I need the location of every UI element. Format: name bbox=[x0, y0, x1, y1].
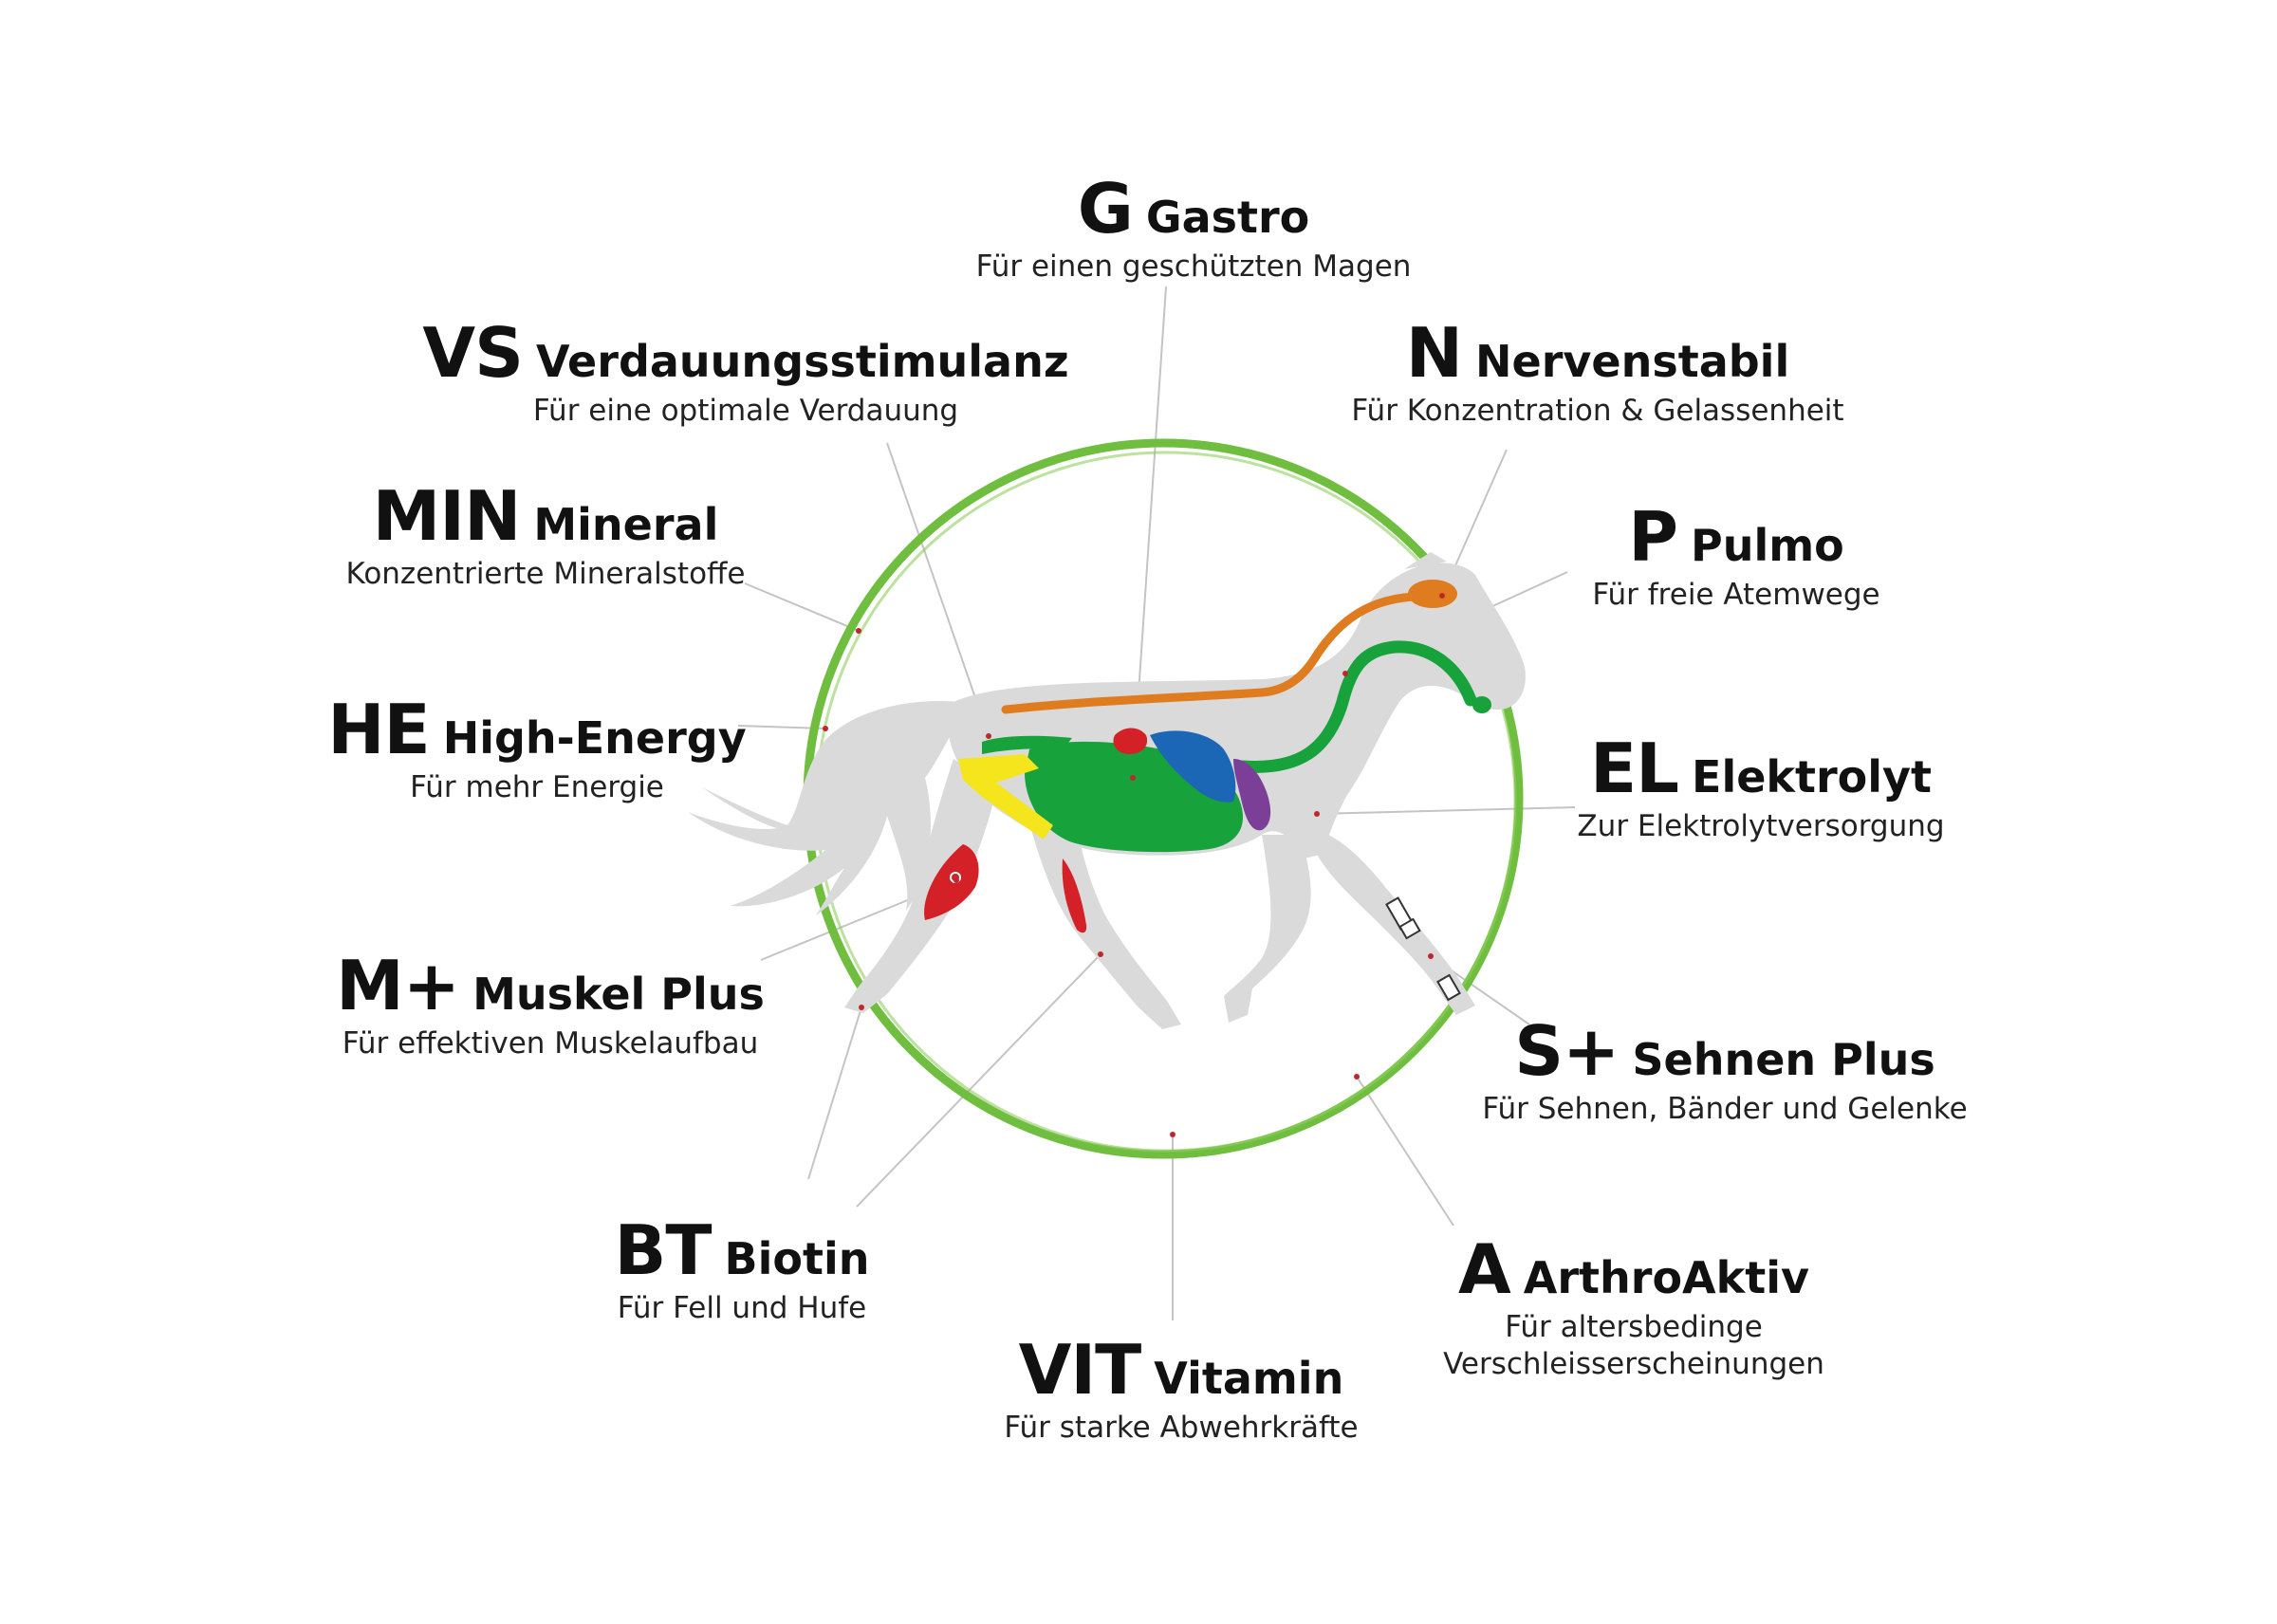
label-code: VIT bbox=[1018, 1330, 1142, 1410]
label-name: Muskel Plus bbox=[472, 969, 765, 1020]
label-desc-2: Verschleisserscheinungen bbox=[1443, 1347, 1824, 1381]
label-code: A bbox=[1458, 1229, 1511, 1309]
label-name: Pulmo bbox=[1691, 520, 1844, 571]
label-code: MIN bbox=[372, 476, 522, 556]
leader-line-bt2 bbox=[856, 953, 1101, 1208]
nerve-orange bbox=[1001, 592, 1449, 714]
label-desc: Für einen geschützten Magen bbox=[975, 249, 1412, 284]
label-desc: Für mehr Energie bbox=[410, 770, 664, 804]
label-desc: Für Sehnen, Bänder und Gelenke bbox=[1482, 1092, 1968, 1126]
label-name: ArthroAktiv bbox=[1523, 1252, 1809, 1303]
label-code: VS bbox=[422, 313, 524, 393]
label-name: Gastro bbox=[1145, 192, 1310, 243]
label-desc: Für altersbedinge bbox=[1505, 1310, 1763, 1344]
leader-line-vs bbox=[886, 442, 990, 737]
muscle-red-1 bbox=[924, 844, 979, 920]
label-desc: Für Konzentration & Gelassenheit bbox=[1351, 394, 1844, 428]
label-muskel-plus: M+Muskel Plus Für effektiven Muskelaufba… bbox=[336, 951, 765, 1059]
label-code: EL bbox=[1589, 729, 1679, 808]
label-desc: Für freie Atemwege bbox=[1592, 578, 1880, 612]
label-desc: Zur Elektrolytversorgung bbox=[1577, 809, 1945, 843]
label-code: G bbox=[1077, 169, 1134, 249]
label-desc: Für starke Abwehrkräfte bbox=[1004, 1411, 1359, 1445]
stomach-red bbox=[1113, 728, 1148, 754]
joint-sketch bbox=[1385, 896, 1461, 1002]
leader-line-min bbox=[744, 582, 860, 632]
airway-green bbox=[1236, 640, 1477, 773]
leader-line-bt bbox=[807, 1006, 862, 1180]
leader-dots bbox=[823, 593, 1445, 1137]
label-desc: Für Fell und Hufe bbox=[617, 1291, 867, 1325]
label-code: N bbox=[1405, 313, 1463, 393]
organs bbox=[924, 580, 1491, 1002]
label-name: High-Energy bbox=[442, 712, 747, 764]
bladder-yellow bbox=[958, 754, 1053, 840]
muscle-red-2 bbox=[1062, 858, 1087, 933]
label-name: Verdauungsstimulanz bbox=[535, 336, 1069, 387]
label-code: S+ bbox=[1514, 1011, 1620, 1091]
label-desc: Für effektiven Muskelaufbau bbox=[342, 1026, 759, 1061]
label-name: Sehnen Plus bbox=[1632, 1034, 1935, 1085]
brain-orange bbox=[1408, 580, 1457, 608]
leader-line-el bbox=[1316, 806, 1576, 815]
label-code: P bbox=[1628, 497, 1678, 577]
label-name: Mineral bbox=[533, 499, 719, 550]
label-name: Vitamin bbox=[1154, 1353, 1344, 1404]
label-sehnen-plus: S+Sehnen Plus Für Sehnen, Bänder und Gel… bbox=[1482, 1017, 1967, 1124]
label-name: Nervenstabil bbox=[1475, 336, 1790, 387]
leader-line-a bbox=[1356, 1076, 1454, 1227]
label-code: BT bbox=[614, 1210, 713, 1290]
kidney-purple bbox=[1233, 759, 1271, 831]
label-name: Biotin bbox=[724, 1233, 870, 1284]
label-desc: Für eine optimale Verdauung bbox=[532, 394, 959, 428]
label-desc: Konzentrierte Mineralstoffe bbox=[345, 557, 746, 591]
label-code: HE bbox=[327, 690, 430, 769]
label-code: M+ bbox=[336, 946, 460, 1025]
liver-blue bbox=[1150, 730, 1236, 803]
label-name: Elektrolyt bbox=[1692, 751, 1933, 803]
